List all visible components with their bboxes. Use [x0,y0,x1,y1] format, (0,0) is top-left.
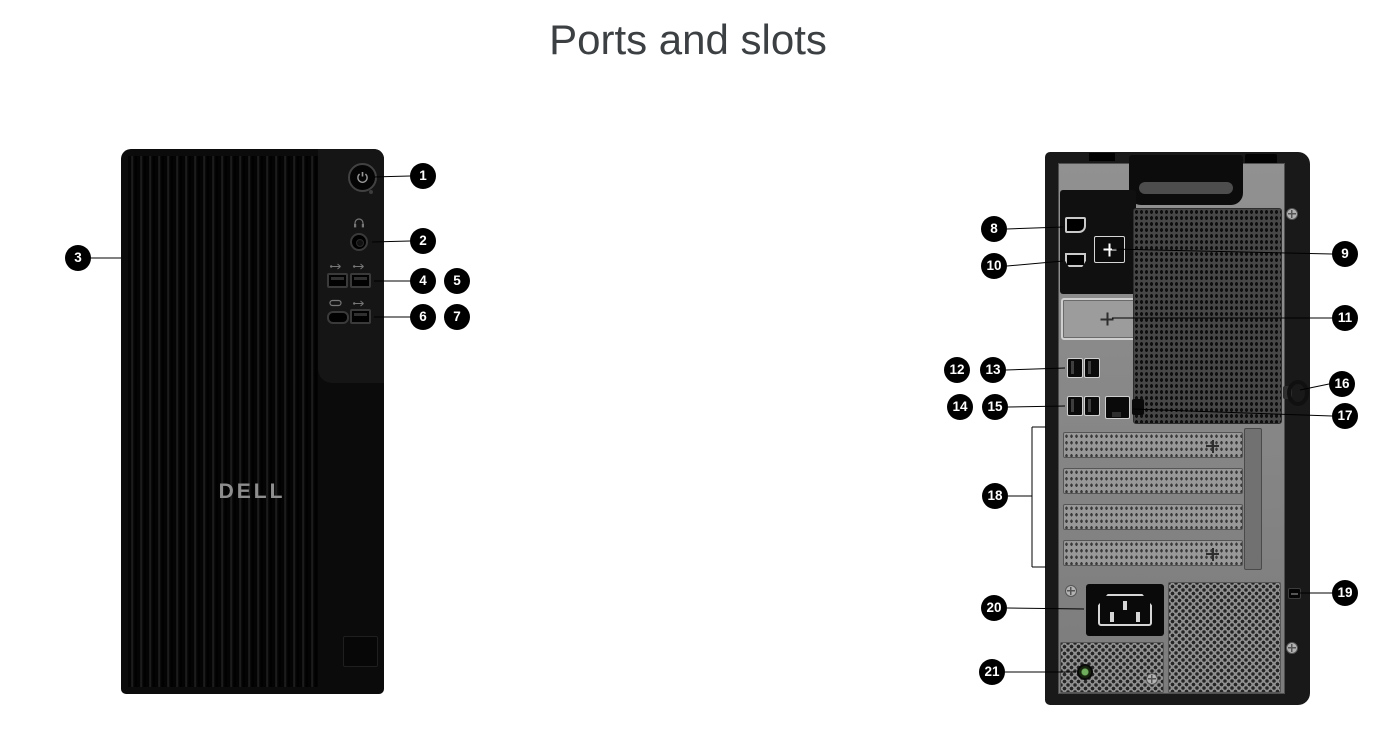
release-latch [1245,154,1277,164]
psu-vent-grille [1168,582,1281,693]
callout-badge-4: 4 [410,268,436,294]
usb-port [350,273,371,288]
ethernet-port [1105,396,1130,419]
headset-jack [350,233,368,251]
front-port-panel [318,149,384,383]
callout-badge-10: 10 [981,253,1007,279]
power-button [348,163,377,192]
power-pin [1136,612,1140,622]
usb-port [1084,358,1100,378]
usb-icon [353,300,364,307]
hdmi-port [1065,253,1086,267]
front-vent-ridges [128,156,318,687]
usb-icon [353,263,364,270]
dell-logo: DELL [218,480,286,503]
callout-badge-13: 13 [980,357,1006,383]
psu-diagnostic-light [1077,664,1093,680]
expansion-slot [1063,432,1243,458]
headset-icon [354,218,364,228]
callout-badge-18: 18 [982,483,1008,509]
screw [1146,673,1158,685]
callout-badge-8: 8 [981,216,1007,242]
power-status-light [369,190,373,194]
service-tag-flap [343,636,378,667]
power-connector [1086,584,1164,636]
rear-tower-illustration [1045,152,1310,705]
screw [1286,642,1298,654]
callout-badge-11: 11 [1332,305,1358,331]
optional-port-plus-icon [1103,243,1116,256]
usb-port [327,273,348,288]
expansion-slot-latch-column [1244,428,1262,570]
callout-badge-19: 19 [1332,580,1358,606]
callout-badge-16: 16 [1329,371,1355,397]
callout-badge-6: 6 [410,304,436,330]
usb-c-icon [329,299,342,307]
usb-c-port [327,311,349,324]
psu-vent-grille [1060,642,1164,693]
usb-port [1067,396,1083,416]
callout-badge-3: 3 [65,245,91,271]
chassis-handle [1129,155,1243,205]
screw [1286,208,1298,220]
power-icon [357,172,368,183]
callout-badge-2: 2 [410,228,436,254]
expansion-slot [1063,468,1243,494]
expansion-slot-plus-icon [1206,547,1219,561]
usb-port [1084,396,1100,416]
optional-port-plus-icon [1100,312,1114,326]
usb-port [350,309,371,324]
optional-video-port [1094,236,1125,263]
padlock-ring [1287,380,1309,406]
displayport [1065,217,1086,233]
callout-badge-1: 1 [410,163,436,189]
callout-badge-7: 7 [444,304,470,330]
callout-badge-5: 5 [444,268,470,294]
ethernet-port-clip [1132,399,1144,415]
rear-vent-grille [1133,208,1282,424]
handle-grip [1139,182,1233,194]
usb-port [1067,358,1083,378]
power-pin [1110,612,1114,622]
callout-badge-20: 20 [981,595,1007,621]
chassis-latch [1089,153,1115,161]
power-pin [1123,601,1127,610]
callout-badge-9: 9 [1332,241,1358,267]
expansion-slot [1063,504,1243,530]
expansion-slot [1063,540,1243,566]
callout-badge-12: 12 [944,357,970,383]
callout-badge-14: 14 [947,394,973,420]
screw [1065,585,1077,597]
callout-badge-21: 21 [979,659,1005,685]
rear-io-recess [1060,190,1136,294]
expansion-slot-plus-icon [1206,439,1219,453]
usb-icon [330,263,341,270]
callout-badge-17: 17 [1332,403,1358,429]
front-tower-illustration: DELL [121,149,384,694]
security-cable-slot [1288,588,1301,599]
power-inlet-face [1098,594,1152,626]
callout-badge-15: 15 [982,394,1008,420]
page-title: Ports and slots [549,16,827,63]
